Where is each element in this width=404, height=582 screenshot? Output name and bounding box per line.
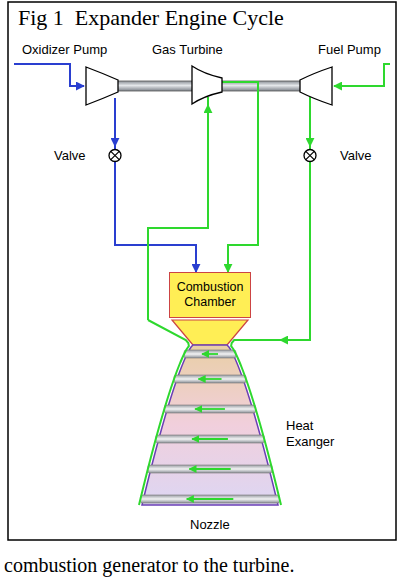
flow-line <box>309 105 311 146</box>
pump-unit: Oxidizer Pump <box>22 42 132 105</box>
nozzle-bell <box>142 345 278 505</box>
chamber-throat <box>172 320 248 345</box>
turbine-unit: Gas Turbine <box>150 42 262 105</box>
pump-outlet <box>309 97 311 105</box>
nozzle-heat-exchanger: Heat Exanger <box>140 320 280 510</box>
fuel-inlet <box>334 64 390 86</box>
valve-unit: Valve <box>320 146 386 165</box>
valve-symbol <box>109 150 121 162</box>
flow-line <box>115 165 196 272</box>
valve-symbol <box>304 150 316 162</box>
pump-outlet <box>114 98 116 105</box>
figure-title: Fig 1 Expander Engine Cycle <box>18 5 284 31</box>
unit-label: Gas Turbine <box>152 42 262 58</box>
part-label: Nozzle <box>190 517 230 532</box>
unit-label: Valve <box>54 146 106 165</box>
coolant-line <box>231 340 281 505</box>
coolant-line <box>139 320 189 505</box>
fuel-pump-symbol <box>300 67 332 105</box>
turbine-symbol <box>192 66 222 104</box>
flow-line <box>280 165 310 340</box>
oxidizer-inlet <box>14 64 84 86</box>
figure-frame <box>8 2 396 540</box>
part-label: Heat Exanger <box>286 418 356 450</box>
unit-label: Fuel Pump <box>318 42 392 58</box>
chamber-label: Combustion Chamber <box>172 280 248 310</box>
heat-exchanger-bands <box>140 350 279 503</box>
flow-line <box>114 105 116 146</box>
turbine-inlet <box>207 97 209 105</box>
combustion-chamber: Combustion Chamber <box>169 272 251 318</box>
unit-label: Oxidizer Pump <box>22 42 132 58</box>
unit-label: Valve <box>340 146 386 165</box>
figure-caption: combustion generator to the turbine. <box>4 553 294 577</box>
valve-unit: Valve <box>50 146 106 165</box>
turbine-outlet <box>222 82 258 105</box>
pump-unit: Fuel Pump <box>296 42 392 105</box>
oxidizer-pump-symbol <box>86 67 118 105</box>
nozzle-illustration <box>140 320 280 510</box>
flow-line <box>228 105 258 272</box>
